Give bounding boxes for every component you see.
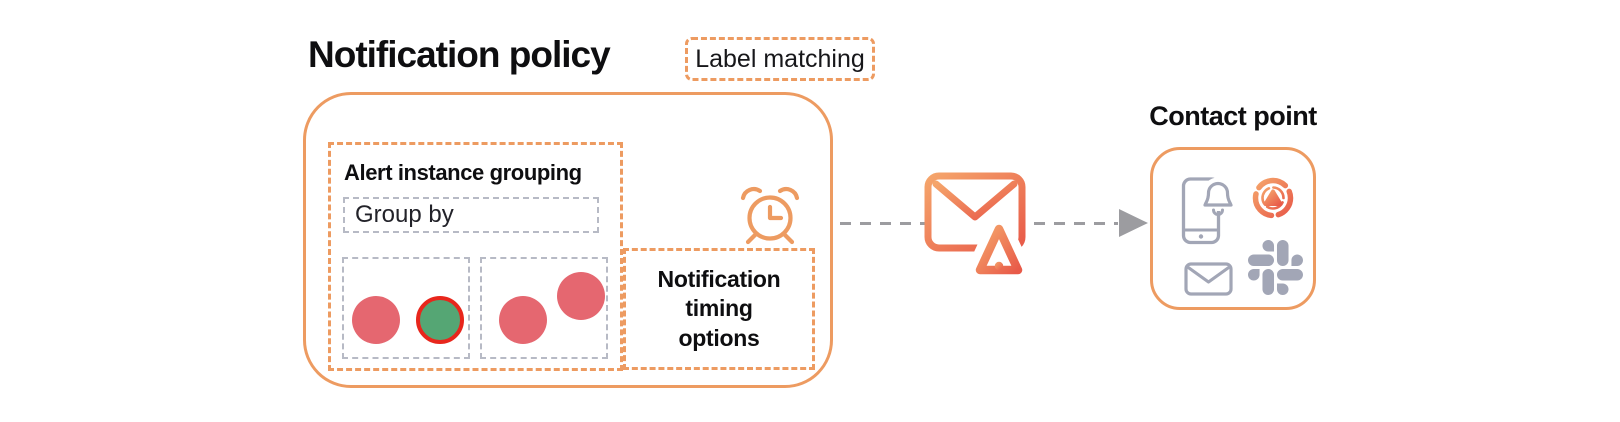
- timing-options-label: Notification timing options: [657, 265, 781, 351]
- flow-dash-left: [840, 222, 926, 225]
- slack-icon: [1248, 240, 1303, 295]
- alarm-clock-icon: [740, 187, 800, 245]
- alert-instance-dot: [499, 296, 547, 344]
- alert-group-1: [342, 257, 470, 359]
- label-matching-tag: Label matching: [685, 37, 875, 81]
- label-matching-text: Label matching: [695, 44, 865, 73]
- arrow-head-icon: [1119, 209, 1148, 237]
- alert-grouping-heading: Alert instance grouping: [344, 160, 582, 185]
- mobile-push-icon: [1181, 177, 1237, 245]
- notification-timing-box: Notification timing options: [623, 248, 815, 370]
- grafana-oncall-icon: [1252, 177, 1294, 219]
- group-by-text: Group by: [355, 201, 454, 228]
- alert-instance-dot: [416, 296, 464, 344]
- group-by-field: Group by: [343, 197, 599, 233]
- email-icon: [1184, 262, 1233, 296]
- notification-policy-box: Alert instance grouping Group by Notific…: [303, 92, 833, 388]
- alert-instance-dot: [352, 296, 400, 344]
- alert-instance-grouping-box: Alert instance grouping Group by: [328, 142, 623, 371]
- page-title: Notification policy: [308, 34, 611, 75]
- contact-point-title: Contact point: [1149, 101, 1317, 131]
- flow-dash-right: [1034, 222, 1118, 225]
- contact-point-box: [1150, 147, 1316, 310]
- email-alert-icon: [924, 172, 1031, 283]
- alert-instance-dot: [557, 272, 605, 320]
- alert-group-2: [480, 257, 608, 359]
